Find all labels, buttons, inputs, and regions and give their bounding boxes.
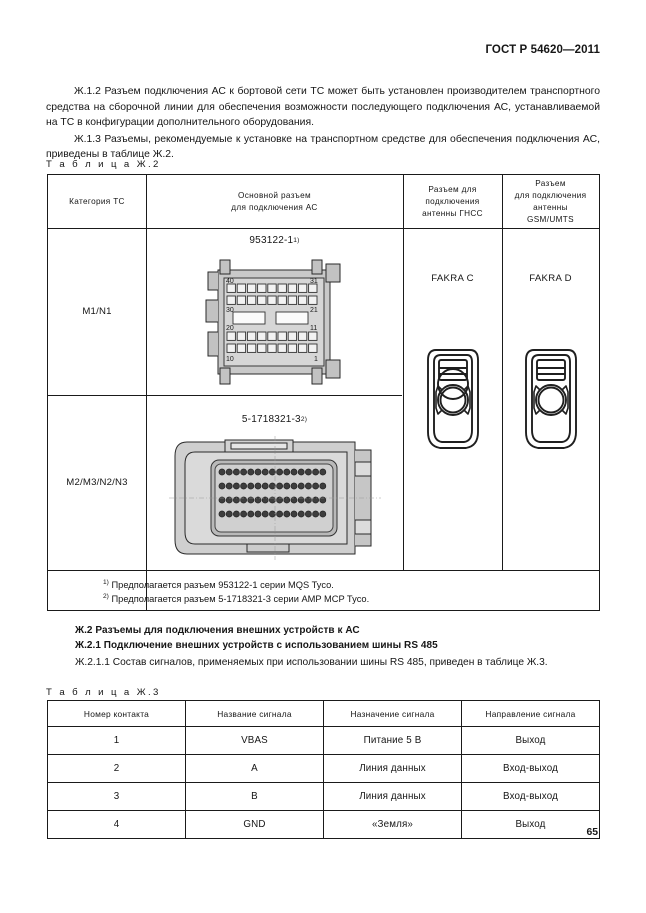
- table-zh2-gsm-antenna-label: FAKRA D: [502, 270, 599, 288]
- heading-zh2-1: Ж.2.1 Подключение внешних устройств с ис…: [75, 640, 438, 651]
- mqs-40pin-connector-svg: 40 31 30 21 20 11 10 1: [205, 259, 340, 385]
- table-zh2-col-rule-2: [403, 175, 405, 570]
- table-zh3-r3-c1: GND: [185, 810, 324, 839]
- table-zh3-r2-c0: 3: [47, 782, 186, 811]
- table-zh3-r3-c3: Выход: [461, 810, 600, 839]
- amp-mcp-connector-drawing: [146, 431, 403, 565]
- table-zh3-r2-c1: B: [185, 782, 324, 811]
- amp-mcp-connector-svg: [168, 436, 381, 560]
- table-zh3-r1-c2: Линия данных: [323, 754, 462, 783]
- paragraph-zh13: Ж.1.3 Разъемы, рекомендуемые к установке…: [46, 133, 600, 161]
- table-zh2-footnote-1-text: Предполагается разъем 953122-1 серии MQS…: [111, 580, 334, 590]
- table-zh3-header-pin-number: Номер контакта: [47, 700, 186, 727]
- heading-zh2: Ж.2 Разъемы для подключения внешних устр…: [75, 625, 360, 636]
- table-zh2-gnss-antenna-label: FAKRA C: [403, 270, 502, 288]
- pin-label-21: 21: [310, 307, 318, 314]
- table-zh2-header-gnss: Разъем для подключения антенны ГНСС: [403, 175, 502, 228]
- table-zh2-header-gnss-line2: подключения: [425, 196, 480, 206]
- table-zh2-footnote-1: 1) Предполагается разъем 953122-1 серии …: [103, 578, 599, 592]
- table-zh2-row-rule: [48, 395, 402, 397]
- table-zh3-header-signal-name: Название сигнала: [185, 700, 324, 727]
- table-zh2-row2-category: M2/M3/N2/N3: [48, 395, 146, 570]
- pin-label-11: 11: [310, 325, 317, 332]
- table-zh2-gnss-antenna-text: FAKRA C: [431, 273, 474, 284]
- table-row: 4 GND «Земля» Выход: [47, 810, 600, 839]
- table-zh2-gsm-antenna-text: FAKRA D: [529, 273, 572, 284]
- table-zh2-header-gnss-line1: Разъем для: [428, 184, 477, 194]
- table-zh3-r1-c1: A: [185, 754, 324, 783]
- table-zh3-r1-c3: Вход-выход: [461, 754, 600, 783]
- table-zh2-col-rule-3: [502, 175, 504, 570]
- table-zh3-r3-c2: «Земля»: [323, 810, 462, 839]
- table-zh2-footnote-2-text: Предполагается разъем 5-1718321-3 серии …: [111, 594, 370, 604]
- table-zh3-caption: Т а б л и ц а Ж.3: [46, 687, 161, 698]
- table-zh2-footnote-2-marker: 2): [103, 592, 109, 600]
- table-zh2-header-main-connector-line2: для подключения АС: [231, 202, 318, 212]
- table-zh2-col-rule-1: [146, 175, 148, 610]
- table-zh2: Категория ТС Основной разъем для подключ…: [47, 174, 600, 611]
- table-zh2-row2-category-label: M2/M3/N2/N3: [66, 476, 128, 488]
- pin-label-40: 40: [226, 278, 234, 285]
- table-zh3-r0-c2: Питание 5 В: [323, 726, 462, 755]
- table-zh3-r3-c0: 4: [47, 810, 186, 839]
- table-row: 2 A Линия данных Вход-выход: [47, 754, 600, 783]
- fakra-d-connector-drawing: [502, 340, 599, 460]
- table-zh3-r0-c3: Выход: [461, 726, 600, 755]
- pin-label-20: 20: [226, 325, 234, 332]
- table-zh2-header-gsm-line1: Разъем: [535, 178, 566, 188]
- table-zh3-header-signal-purpose: Назначение сигнала: [323, 700, 462, 727]
- table-zh2-footnote-2: 2) Предполагается разъем 5-1718321-3 сер…: [103, 592, 599, 606]
- paragraph-zh12: Ж.1.2 Разъем подключения АС к бортовой с…: [46, 86, 600, 129]
- table-zh2-header-category: Категория ТС: [48, 175, 146, 228]
- table-zh3-header-signal-direction: Направление сигнала: [461, 700, 600, 727]
- table-zh2-header-main-connector: Основной разъем для подключения АС: [146, 175, 403, 228]
- pin-label-1: 1: [314, 356, 318, 363]
- table-zh3-r2-c2: Линия данных: [323, 782, 462, 811]
- fakra-c-connector-svg: [426, 349, 479, 449]
- table-zh2-header-main-connector-line1: Основной разъем: [238, 190, 311, 200]
- table-zh3-r1-c0: 2: [47, 754, 186, 783]
- table-zh2-row2-part-number-text: 5-1718321-3: [241, 414, 301, 425]
- mqs-40pin-connector-drawing: 40 31 30 21 20 11 10 1: [146, 253, 403, 391]
- table-zh2-row1-category: M1/N1: [48, 228, 146, 395]
- pin-label-31: 31: [310, 278, 318, 285]
- fakra-c-connector-drawing: [403, 340, 502, 460]
- table-zh2-footnote-rule: [48, 570, 599, 572]
- table-zh2-header-gnss-line3: антенны ГНСС: [422, 208, 483, 218]
- document-header: ГОСТ Р 54620—2011: [485, 44, 600, 56]
- table-row: 3 B Линия данных Вход-выход: [47, 782, 600, 811]
- pin-label-10: 10: [226, 356, 234, 363]
- pin-label-30: 30: [226, 307, 234, 314]
- table-zh2-caption: Т а б л и ц а Ж.2: [46, 159, 161, 170]
- table-zh2-row1-part-number-text: 953122-1: [249, 235, 294, 246]
- table-zh2-header-gsm: Разъем для подключения антенны GSM/UMTS: [502, 175, 599, 228]
- table-zh2-header-rule: [48, 228, 599, 230]
- table-zh3-r0-c1: VBAS: [185, 726, 324, 755]
- table-zh3-r0-c0: 1: [47, 726, 186, 755]
- fakra-d-connector-svg: [524, 349, 577, 449]
- paragraph-zh2-1-1: Ж.2.1.1 Состав сигналов, применяемых при…: [75, 657, 548, 668]
- table-zh3-header-row: Номер контакта Название сигнала Назначен…: [47, 700, 600, 727]
- table-row: 1 VBAS Питание 5 В Выход: [47, 726, 600, 755]
- page-number: 65: [586, 827, 598, 838]
- table-zh2-header-gsm-line2: для подключения: [514, 190, 587, 200]
- table-zh3-r2-c3: Вход-выход: [461, 782, 600, 811]
- section-headings: Ж.2 Разъемы для подключения внешних устр…: [75, 623, 600, 671]
- table-zh3: Номер контакта Название сигнала Назначен…: [47, 700, 600, 839]
- table-zh2-header-category-label: Категория ТС: [69, 196, 125, 206]
- body-text: Ж.1.2 Разъем подключения АС к бортовой с…: [46, 84, 600, 163]
- table-zh2-footnote-1-marker: 1): [103, 578, 109, 586]
- table-zh2-footnotes: 1) Предполагается разъем 953122-1 серии …: [48, 571, 599, 610]
- table-zh2-header-gsm-line3: антенны: [533, 202, 568, 212]
- table-zh2-header-gsm-line4: GSM/UMTS: [527, 214, 574, 224]
- table-zh2-row1-category-label: M1/N1: [82, 305, 112, 317]
